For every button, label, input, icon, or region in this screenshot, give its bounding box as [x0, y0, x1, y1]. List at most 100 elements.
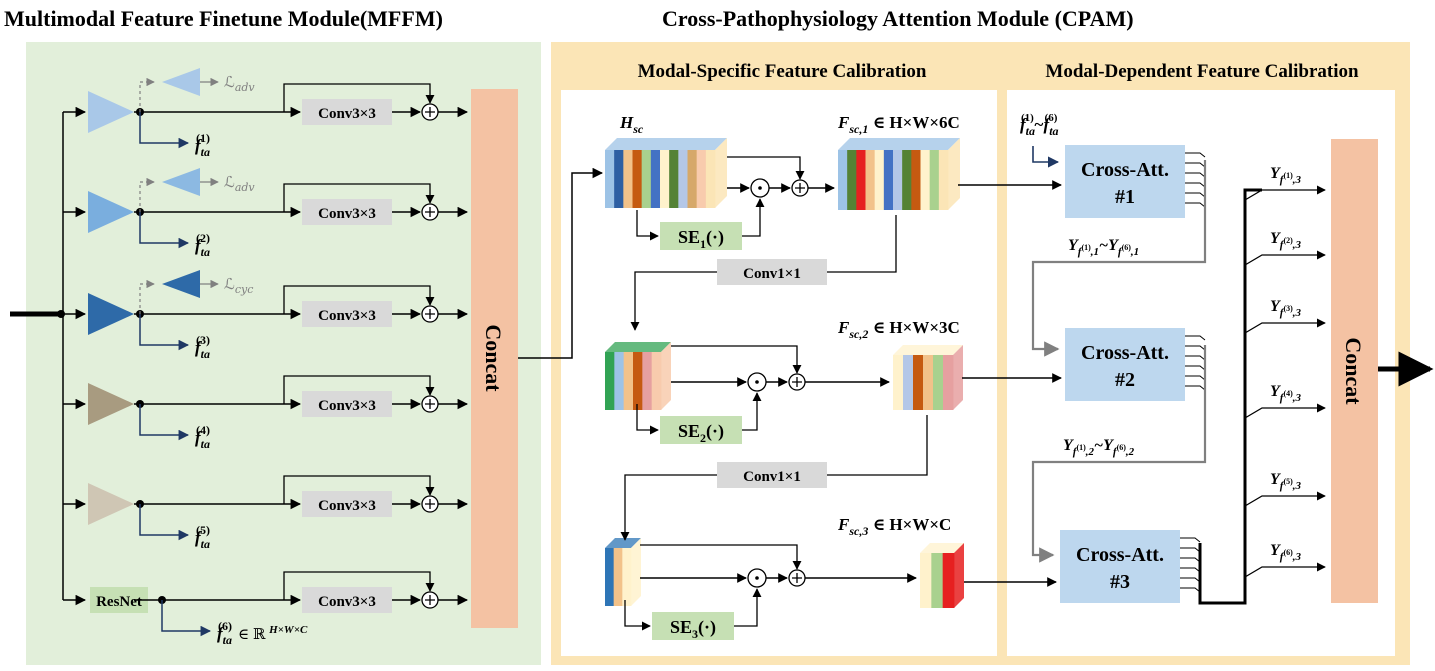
conv1x1-2-box — [717, 462, 827, 488]
mffm-concat-block — [471, 89, 518, 628]
row3-input-stack-stripe — [613, 548, 623, 606]
cross-att-2-output-tick — [1185, 355, 1206, 361]
branch-6-skip-arrow — [283, 571, 435, 600]
output-4-y: Y — [1270, 383, 1281, 400]
y-range-label-1: Yf(1),1~Yf(6),1 — [1068, 237, 1139, 258]
h-sc-stack-side-face — [715, 138, 727, 208]
branch-1-discriminator-triangle — [162, 68, 200, 96]
cpam-row-1-mul-op-glyph — [758, 186, 762, 190]
cross-att-1-box — [1065, 145, 1185, 218]
y-range-1-f6-tail: ,1 — [1130, 246, 1139, 258]
cpam-row-1-f-dims: ∈ H×W×6C — [868, 113, 959, 132]
branch-5-feature-sup: (5) — [196, 523, 210, 537]
cross-att-1-line1: Cross-Att. — [1081, 159, 1169, 181]
cpam-row-1-f-stack-stripe — [920, 150, 931, 210]
output-6-y: Y — [1270, 542, 1281, 559]
output-5-tail: ,3 — [1292, 480, 1302, 492]
cpam-row-3-f-stack-side-face — [954, 543, 964, 608]
cpam-concat-label: Concat — [1341, 337, 1366, 405]
branch-1-loss-dashed-arrow — [139, 77, 155, 112]
branch-1-conv-label: Conv3×3 — [318, 106, 376, 122]
cpam-row-2-f-sub: sc,2 — [848, 327, 868, 341]
branch-5-plus-glyph — [425, 499, 435, 509]
mffm-title: Multimodal Feature Finetune Module(MFFM) — [4, 6, 443, 31]
cross-att-2-line2: #2 — [1115, 369, 1135, 391]
cpam-row-3-f-stack-top-face — [920, 543, 964, 553]
branch-1-loss-label: ℒadv — [224, 73, 255, 94]
h-sc-stack-stripe — [614, 150, 624, 208]
branch-1-conv-box — [302, 99, 392, 125]
branch-4-feature-label: fta(4) — [195, 423, 210, 451]
branch-3-feature-sup: (3) — [196, 333, 210, 347]
branch-3-encoder-triangle — [88, 293, 134, 335]
mdfc-title: Modal-Dependent Feature Calibration — [1045, 61, 1359, 82]
branch-5-feature-sub: ta — [201, 537, 210, 551]
branch-3-plus-glyph — [425, 309, 435, 319]
branch-6-feature-arrow — [161, 600, 212, 637]
msfc-title: Modal-Specific Feature Calibration — [638, 61, 927, 82]
cpam-row-1-se-out-arrow — [742, 198, 765, 237]
query-f6-sup: (6) — [1045, 112, 1058, 124]
output-2-tail: ,3 — [1292, 239, 1302, 251]
branch-1-encoder-triangle — [88, 91, 134, 133]
output-5-arrow — [1244, 491, 1326, 507]
cpam-row-3-add-op-glyph — [792, 573, 802, 583]
cross-att-3-output-tick — [1180, 547, 1201, 553]
h-sc-stack-stripe — [678, 150, 688, 208]
y-range-2-y6: ~Y — [1094, 437, 1114, 454]
branch-2-conv-box — [302, 199, 392, 225]
branch-1-feature-arrow — [139, 112, 190, 149]
cross-att-2-output-tick — [1185, 365, 1206, 371]
cpam-row-2-add-op-glyph — [792, 377, 802, 387]
cpam-row-1-se-sub: 1 — [700, 237, 706, 251]
cpam-row-3-se-sub: 3 — [692, 627, 698, 641]
crossatt-1-to-2-arrow — [1031, 160, 1207, 357]
branch-2-loss-label: ℒadv — [224, 173, 255, 194]
cpam-row-1-f-sub: sc,1 — [848, 122, 868, 136]
query-f1-sup: (1) — [1021, 112, 1034, 124]
h-sc-stack-stripe — [669, 150, 679, 208]
cross-att-1-output-tick — [1185, 162, 1206, 168]
output-1-arrow — [1244, 185, 1326, 201]
cpam-row-1-f-stack-top-face — [838, 138, 960, 150]
cpam-row-2-f-stack-stripe — [893, 355, 904, 410]
cross-att-1-output-tick — [1185, 152, 1206, 158]
branch-3-feature-label: fta(3) — [195, 333, 210, 361]
output-5-sup: (5) — [1283, 477, 1293, 486]
output-2-f: f — [1280, 239, 1285, 251]
cpam-row-3-f-stack-stripe — [931, 553, 944, 608]
branch-5-feature-label: fta(5) — [195, 523, 210, 551]
y-range-1-f1-tail: ,1 — [1090, 246, 1099, 258]
cpam-row-1-f-stack-stripe — [856, 150, 866, 210]
cpam-row-1-skip-arrow — [727, 156, 805, 180]
cross-att-3-box — [1060, 530, 1180, 603]
cpam-row-2-se-in-arrow — [636, 404, 659, 435]
output-1-tail: ,3 — [1292, 174, 1302, 186]
cpam-row-1-f-stack-stripe — [893, 150, 903, 210]
branch-3-loss-label: ℒcyc — [224, 275, 253, 296]
branch-4-feature-sup: (4) — [196, 423, 210, 437]
cross-att-1-output-tick — [1185, 182, 1206, 188]
cross-att-1-output-tick — [1185, 202, 1206, 208]
conv1x1-1-label: Conv1×1 — [743, 266, 801, 282]
cross-att-3-output-tick — [1180, 537, 1201, 543]
cpam-row-2-se-suffix: (·) — [706, 421, 724, 442]
branch-2-feature-sub: ta — [201, 245, 210, 259]
cpam-row-3-f-label: Fsc,3 ∈ H×W×C — [837, 515, 951, 538]
branch-5-conv-label: Conv3×3 — [318, 498, 376, 514]
mffm-panel — [26, 42, 541, 665]
y-range-1-f1-sup: (1) — [1081, 243, 1091, 252]
row3-input-stack-side-face — [631, 538, 641, 606]
cpam-row-1-se-in-arrow — [636, 210, 659, 241]
h-sc-stack-top-face — [605, 138, 727, 150]
output-6-arrow — [1244, 562, 1326, 578]
branch-1-feature-sup: (1) — [196, 131, 210, 145]
cross-att-1-line2: #1 — [1115, 186, 1135, 208]
output-3-label: Yf(3),3 — [1270, 298, 1302, 319]
branch-4-feature-arrow — [139, 404, 190, 441]
branch-1-plus-glyph — [425, 107, 435, 117]
output-3-sup: (3) — [1283, 304, 1293, 313]
output-4-f: f — [1280, 392, 1285, 404]
cpam-row-1-add-op-glyph — [795, 183, 805, 193]
y-range-2-f1: f — [1073, 446, 1078, 458]
